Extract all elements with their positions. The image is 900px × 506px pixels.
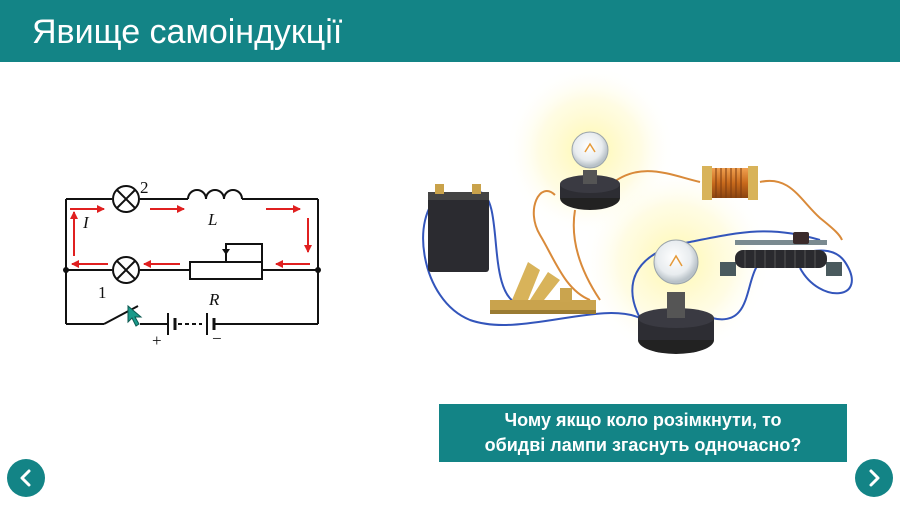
slide-title: Явище самоіндукції bbox=[32, 13, 343, 51]
mouse-cursor-icon bbox=[127, 304, 143, 327]
lamp-bottom-device bbox=[638, 239, 714, 354]
lamp-1-symbol bbox=[112, 256, 140, 284]
inductor-label: L bbox=[207, 210, 217, 229]
switch-blade bbox=[103, 305, 139, 325]
resistor-label: R bbox=[208, 290, 220, 309]
current-label: I bbox=[82, 213, 90, 232]
question-line-1: Чому якщо коло розімкнути, то bbox=[504, 410, 782, 430]
lamp-1-label: 1 bbox=[98, 283, 107, 302]
knife-switch-device bbox=[490, 262, 596, 314]
wire-blue-4 bbox=[631, 230, 821, 319]
slide-header: Явище самоіндукції bbox=[0, 0, 900, 62]
battery-minus-label: − bbox=[212, 329, 222, 348]
lamp-2-symbol bbox=[112, 185, 140, 213]
wire-orange-3 bbox=[609, 170, 701, 186]
next-slide-button[interactable] bbox=[855, 459, 893, 497]
battery-device bbox=[428, 184, 489, 272]
junction-right bbox=[315, 267, 321, 273]
previous-slide-button[interactable] bbox=[7, 459, 45, 497]
inductor-device bbox=[702, 166, 758, 200]
battery-symbol bbox=[167, 313, 216, 335]
rheostat-slider-tip bbox=[222, 249, 230, 255]
battery-plus-label: + bbox=[152, 331, 162, 350]
rheostat-symbol bbox=[189, 261, 263, 280]
question-line-2: обидві лампи згаснуть одночасно? bbox=[484, 435, 802, 455]
chevron-left-icon bbox=[20, 469, 31, 487]
wire-orange-4 bbox=[759, 179, 843, 241]
wire-orange-1 bbox=[572, 209, 601, 301]
rheostat-device bbox=[720, 232, 842, 276]
wire-orange-2 bbox=[532, 190, 591, 301]
junction-left bbox=[63, 267, 69, 273]
current-arrows bbox=[70, 205, 312, 268]
wire-blue-1 bbox=[422, 195, 641, 326]
lamp-2-label: 2 bbox=[140, 178, 149, 197]
chevron-right-icon bbox=[869, 469, 880, 487]
lamp-top-device bbox=[560, 131, 620, 210]
question-box: Чому якщо коло розімкнути, то обидві лам… bbox=[439, 404, 847, 462]
inductor-symbol bbox=[187, 189, 243, 200]
